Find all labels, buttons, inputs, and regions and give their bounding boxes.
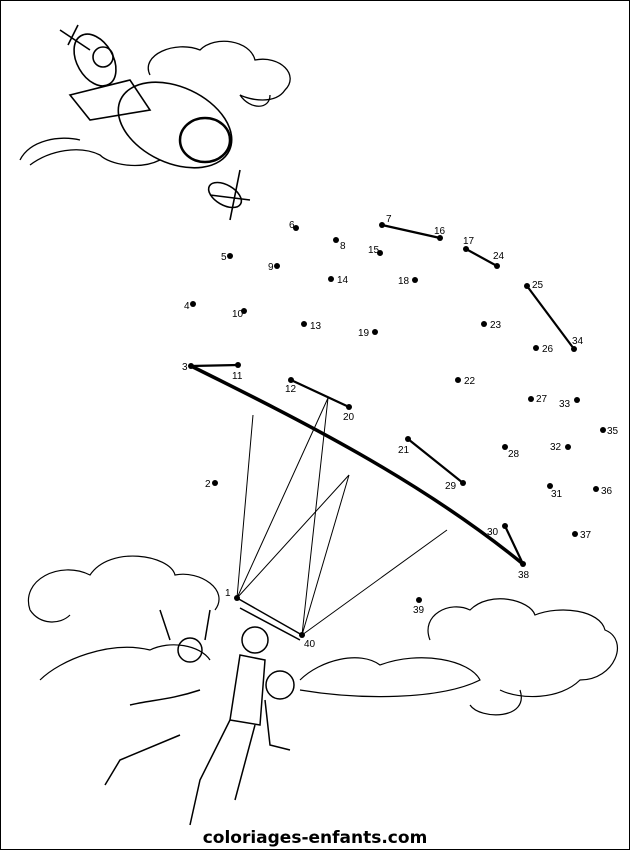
dot-label: 28: [508, 449, 520, 460]
dot-label: 13: [310, 321, 322, 332]
dot-label: 10: [232, 309, 244, 320]
connect-line-30-38: [504, 525, 524, 565]
dot-4: [190, 301, 196, 307]
dot-39: [416, 597, 422, 603]
connect-line-21-29: [407, 438, 464, 484]
dot-24: [494, 263, 500, 269]
dot-20: [346, 404, 352, 410]
dot-40: [299, 632, 305, 638]
parachute-strings: [236, 397, 448, 636]
dot-35: [600, 427, 606, 433]
dot-label: 11: [232, 371, 243, 382]
dot-37: [572, 531, 578, 537]
dot-21: [405, 436, 411, 442]
dot-label: 24: [493, 251, 505, 262]
canopy-arc: [190, 364, 525, 566]
dot-9: [274, 263, 280, 269]
dot-1: [234, 595, 240, 601]
dot-5: [227, 253, 233, 259]
dot-label: 21: [398, 445, 410, 456]
clouds-top: [19, 40, 291, 167]
dot-11: [235, 362, 241, 368]
dot-30: [502, 523, 508, 529]
dot-label: 32: [550, 442, 562, 453]
dot-label: 27: [536, 394, 548, 405]
dot-23: [481, 321, 487, 327]
dot-label: 38: [518, 570, 530, 581]
dot-15: [377, 250, 383, 256]
dot-label: 37: [580, 530, 592, 541]
dot-16: [437, 235, 443, 241]
dot-label: 3: [182, 362, 188, 373]
dot-label: 35: [607, 426, 619, 437]
clouds-bottom: [27, 555, 618, 716]
dot-label: 6: [289, 220, 295, 231]
dot-27: [528, 396, 534, 402]
dot-29: [460, 480, 466, 486]
dot-38: [520, 561, 526, 567]
dot-label: 39: [413, 605, 425, 616]
dot-label: 31: [551, 489, 563, 500]
dot-26: [533, 345, 539, 351]
dot-8: [333, 237, 339, 243]
dot-label: 22: [464, 376, 476, 387]
connect-line-12-20: [290, 379, 350, 408]
dot-7: [379, 222, 385, 228]
connect-line-25-34: [526, 285, 575, 350]
dot-18: [412, 277, 418, 283]
dot-label: 20: [343, 412, 355, 423]
dot-12: [288, 377, 294, 383]
dot-19: [372, 329, 378, 335]
dot-label: 33: [559, 399, 571, 410]
dot-36: [593, 486, 599, 492]
dot-3: [188, 363, 194, 369]
dot-label: 40: [304, 639, 316, 650]
dot-label: 18: [398, 276, 410, 287]
site-watermark: coloriages-enfants.com: [202, 828, 428, 848]
dot-label: 1: [225, 588, 231, 599]
connect-line-7-16: [381, 223, 441, 240]
dot-label: 26: [542, 344, 554, 355]
dot-label: 29: [445, 481, 457, 492]
dot-label: 5: [221, 252, 227, 263]
dot-2: [212, 480, 218, 486]
dot-34: [571, 346, 577, 352]
dot-28: [502, 444, 508, 450]
dot-label: 16: [434, 226, 446, 237]
dot-label: 23: [490, 320, 502, 331]
dot-label: 15: [368, 245, 380, 256]
dot-layer: 1234567891011121314151617181920212223242…: [182, 214, 619, 650]
dot-10: [241, 308, 247, 314]
airplane: [59, 24, 251, 221]
dot-label: 14: [337, 275, 349, 286]
dot-17: [463, 246, 469, 252]
dot-label: 17: [463, 236, 475, 247]
dot-label: 25: [532, 280, 544, 291]
dot-label: 7: [386, 214, 392, 225]
dot-33: [574, 397, 580, 403]
dot-6: [293, 225, 299, 231]
dot-label: 4: [184, 301, 190, 312]
dot-label: 8: [340, 241, 346, 252]
connect-line-3-11: [190, 363, 239, 368]
dot-25: [524, 283, 530, 289]
dot-13: [301, 321, 307, 327]
dot-label: 12: [285, 384, 297, 395]
dot-label: 9: [268, 262, 274, 273]
dot-label: 36: [601, 486, 613, 497]
connect-line-17-24: [465, 248, 498, 267]
dot-14: [328, 276, 334, 282]
dot-label: 34: [572, 336, 584, 347]
dot-32: [565, 444, 571, 450]
dot-label: 2: [205, 479, 211, 490]
pre-drawn-lines: [190, 223, 575, 566]
dot-31: [547, 483, 553, 489]
dot-label: 30: [487, 527, 499, 538]
dot-label: 19: [358, 328, 370, 339]
dot-22: [455, 377, 461, 383]
characters: [104, 597, 303, 826]
